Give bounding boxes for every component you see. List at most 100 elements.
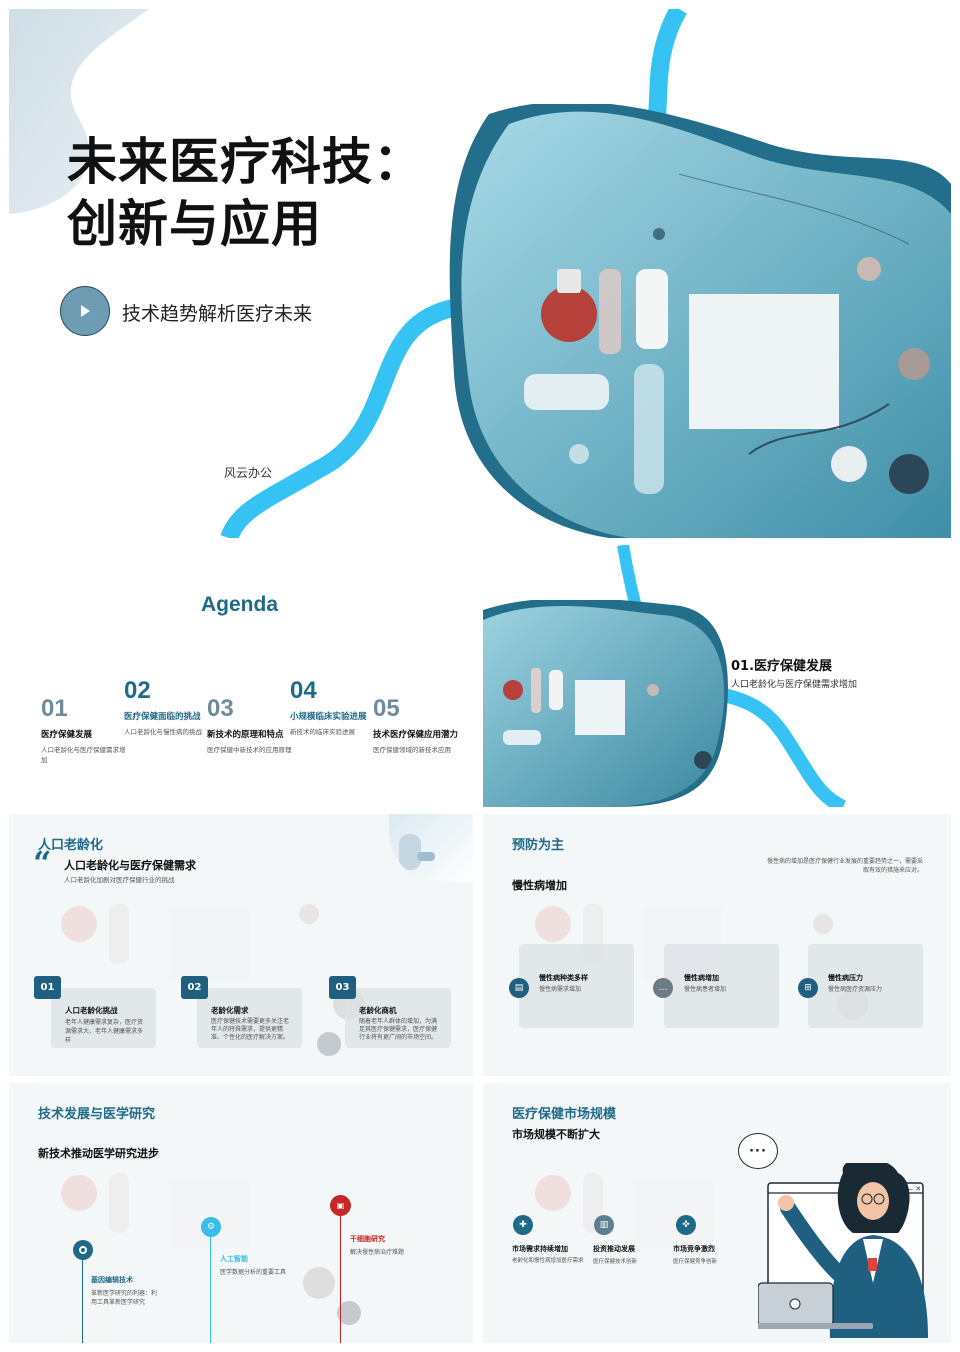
agenda-item-4[interactable]: 04 小规模临床实验进展 新技术的临床实验进展: [290, 677, 380, 737]
prevention-section-title: 预防为主: [512, 838, 565, 853]
aging-section-title: 人口老龄化: [38, 838, 104, 853]
market-item-1[interactable]: 市场需求持续增加 老龄化和慢性病增加医疗需求: [512, 1244, 587, 1265]
aging-card-3[interactable]: 老龄化商机 随着老年人群体的增加，为满足其医疗保健需求，医疗保健行业将有更广阔的…: [345, 988, 451, 1048]
gene-editing-marker: [73, 1240, 93, 1260]
timeline-line-2: [210, 1235, 211, 1343]
doctor-hand-icon: [399, 834, 435, 870]
market-section-title: 医疗保健市场规模: [512, 1107, 617, 1122]
doctor-illustration: — ✕: [758, 1163, 928, 1338]
prevention-card-2[interactable]: 慢性病增加 慢性病患者增加: [664, 944, 779, 1028]
prevention-card-3[interactable]: 慢性病压力 慢性病医疗资源压力: [808, 944, 923, 1028]
cover-subtitle: 技术趋势解析医疗未来: [122, 303, 313, 325]
aging-card-desc: 随着老年人群体的增加，为满足其医疗保健需求，医疗保健行业将有更广阔的市场空间。: [359, 1018, 438, 1041]
agenda-item-3[interactable]: 03 新技术的原理和特点 医疗保健中新技术的应用原理: [207, 695, 297, 755]
agenda-slide: Agenda 01 医疗保健发展 人口老龄化与医疗保健需求增加 02 医疗保健面…: [9, 545, 473, 807]
document-icon: ▤: [509, 978, 529, 998]
prevention-heading: 慢性病增加: [512, 879, 567, 892]
prevention-card-title: 慢性病种类多样: [539, 974, 588, 982]
aging-badge-2: 02: [181, 976, 208, 999]
image-icon: ▣: [336, 1201, 345, 1210]
section-photo-blob: [483, 600, 728, 807]
agenda-item-title: 新技术的原理和特点: [207, 730, 284, 740]
chat-icon: …: [653, 978, 673, 998]
prevention-card-1[interactable]: 慢性病种类多样 慢性病需求增加: [519, 944, 634, 1028]
research-item-title: 基因编辑技术: [91, 1276, 133, 1284]
cover-title-line1: 未来医疗科技：: [67, 133, 424, 191]
svg-text:— ✕: — ✕: [906, 1185, 921, 1193]
timeline-line-1: [82, 1258, 83, 1343]
chip-icon: ⚙: [206, 1222, 216, 1232]
aging-card-desc: 医疗保健技术需要更多关注老年人的特殊需求，提供更精准、个性化的医疗解决方案。: [211, 1018, 290, 1041]
target-icon: [79, 1246, 87, 1254]
section-subtitle: 人口老龄化与医疗保健需求增加: [731, 680, 858, 690]
research-item-title: 干细胞研究: [350, 1235, 385, 1243]
speech-bubble-dots: ···: [749, 1143, 767, 1159]
prevention-card-desc: 慢性病医疗资源压力: [828, 986, 883, 993]
aging-heading: 人口老龄化与医疗保健需求: [64, 859, 196, 872]
research-section-title: 技术发展与医学研究: [38, 1107, 156, 1122]
agenda-item-title: 医疗保健面临的挑战: [124, 712, 201, 722]
cover-photo-blob: [449, 104, 951, 538]
agenda-item-5[interactable]: 05 技术医疗保健应用潜力 医疗保健领域的新技术应用: [373, 695, 469, 755]
aging-card-desc: 老年人健康需求复杂，医疗资源需求大、老年人健康需求多样: [65, 1019, 144, 1044]
stem-cell-marker: ▣: [330, 1195, 351, 1216]
agenda-item-title: 小规模临床实验进展: [290, 712, 367, 722]
speech-bubble: ···: [738, 1133, 778, 1169]
agenda-num: 01: [41, 695, 68, 722]
market-item-3[interactable]: 市场竞争激烈 医疗保健竞争创新: [673, 1244, 748, 1267]
market-item-desc: 医疗保健竞争创新: [673, 1259, 718, 1265]
aging-card-title: 老龄化需求: [211, 1006, 249, 1015]
network-icon: ⊞: [798, 978, 818, 998]
agenda-item-desc: 医疗保健领域的新技术应用: [373, 746, 451, 754]
aging-slide: 人口老龄化 “ 人口老龄化与医疗保健需求 人口老龄化加剧对医疗保健行业的挑战 人…: [9, 814, 473, 1076]
research-item-2[interactable]: 人工智能 医学数据分析的重要工具: [220, 1254, 290, 1277]
aging-card-title: 老龄化商机: [359, 1006, 397, 1015]
cover-author: 风云办公: [224, 466, 273, 480]
agenda-item-title: 医疗保健发展: [41, 730, 93, 740]
timeline-line-3: [340, 1213, 341, 1343]
research-item-1[interactable]: 基因编辑技术 革新医学研究的利器：利用工具革新医学研究: [91, 1275, 201, 1307]
aging-badge-1: 01: [34, 976, 61, 999]
research-heading: 新技术推动医学研究进步: [38, 1147, 159, 1160]
agenda-num: 02: [124, 677, 151, 704]
research-slide: 技术发展与医学研究 新技术推动医学研究进步 基因编辑技术 革新医学研究的利器：利…: [9, 1083, 473, 1343]
market-item-title: 市场竞争激烈: [673, 1245, 715, 1253]
play-button[interactable]: [60, 286, 110, 336]
agenda-item-1[interactable]: 01 医疗保健发展 人口老龄化与医疗保健需求增加: [41, 695, 131, 765]
prevention-note: 慢性病的增加是医疗保健行业发展的重要趋势之一，需要采取有效的措施来应对。: [766, 858, 923, 874]
agenda-item-title: 技术医疗保健应用潜力: [373, 730, 459, 740]
agenda-num: 05: [373, 695, 400, 722]
hospital-icon: ✚: [513, 1215, 533, 1235]
market-item-title: 市场需求持续增加: [512, 1245, 568, 1253]
research-item-title: 人工智能: [220, 1255, 248, 1263]
cover-title-line2: 创新与应用: [67, 195, 322, 253]
aging-sub: 人口老龄化加剧对医疗保健行业的挑战: [64, 876, 175, 884]
agenda-item-desc: 医疗保健中新技术的应用原理: [207, 746, 292, 754]
market-item-2[interactable]: 投资推动发展 医疗保健技术创新: [593, 1244, 668, 1267]
aging-card-1[interactable]: 人口老龄化挑战 老年人健康需求复杂，医疗资源需求大、老年人健康需求多样: [51, 988, 156, 1048]
ai-marker: ⚙: [201, 1217, 221, 1237]
market-item-title: 投资推动发展: [593, 1245, 635, 1253]
section-slide: 01.医疗保健发展 人口老龄化与医疗保健需求增加: [483, 545, 951, 807]
agenda-item-desc: 人口老龄化与医疗保健需求增加: [41, 746, 126, 764]
quote-mark-icon: “: [33, 844, 52, 882]
aging-card-title: 人口老龄化挑战: [65, 1006, 118, 1015]
agenda-item-desc: 人口老龄化与慢性病的挑战: [124, 728, 202, 736]
agenda-item-desc: 新技术的临床实验进展: [290, 728, 355, 736]
aging-card-2[interactable]: 老龄化需求 医疗保健技术需要更多关注老年人的特殊需求，提供更精准、个性化的医疗解…: [197, 988, 302, 1048]
market-item-desc: 医疗保健技术创新: [593, 1259, 638, 1265]
agenda-item-2[interactable]: 02 医疗保健面临的挑战 人口老龄化与慢性病的挑战: [124, 677, 214, 737]
medical-kit-icon: ✜: [676, 1215, 696, 1235]
section-title: 01.医疗保健发展: [731, 659, 833, 674]
research-item-desc: 解决慢性病治疗难题: [350, 1249, 405, 1256]
cover-slide: 未来医疗科技： 创新与应用 技术趋势解析医疗未来 风云办公: [9, 9, 951, 538]
research-item-3[interactable]: 干细胞研究 解决慢性病治疗难题: [350, 1234, 450, 1257]
agenda-num: 04: [290, 677, 317, 704]
aging-corner-image: [389, 814, 473, 882]
agenda-num: 03: [207, 695, 234, 722]
prevention-card-desc: 慢性病需求增加: [539, 986, 582, 993]
prevention-slide: 预防为主 慢性病增加 慢性病的增加是医疗保健行业发展的重要趋势之一，需要采取有效…: [483, 814, 951, 1076]
research-item-desc: 革新医学研究的利器：利用工具革新医学研究: [91, 1290, 158, 1306]
cover-decor-blob: [9, 9, 149, 214]
aging-bg-photo: [61, 904, 365, 1056]
